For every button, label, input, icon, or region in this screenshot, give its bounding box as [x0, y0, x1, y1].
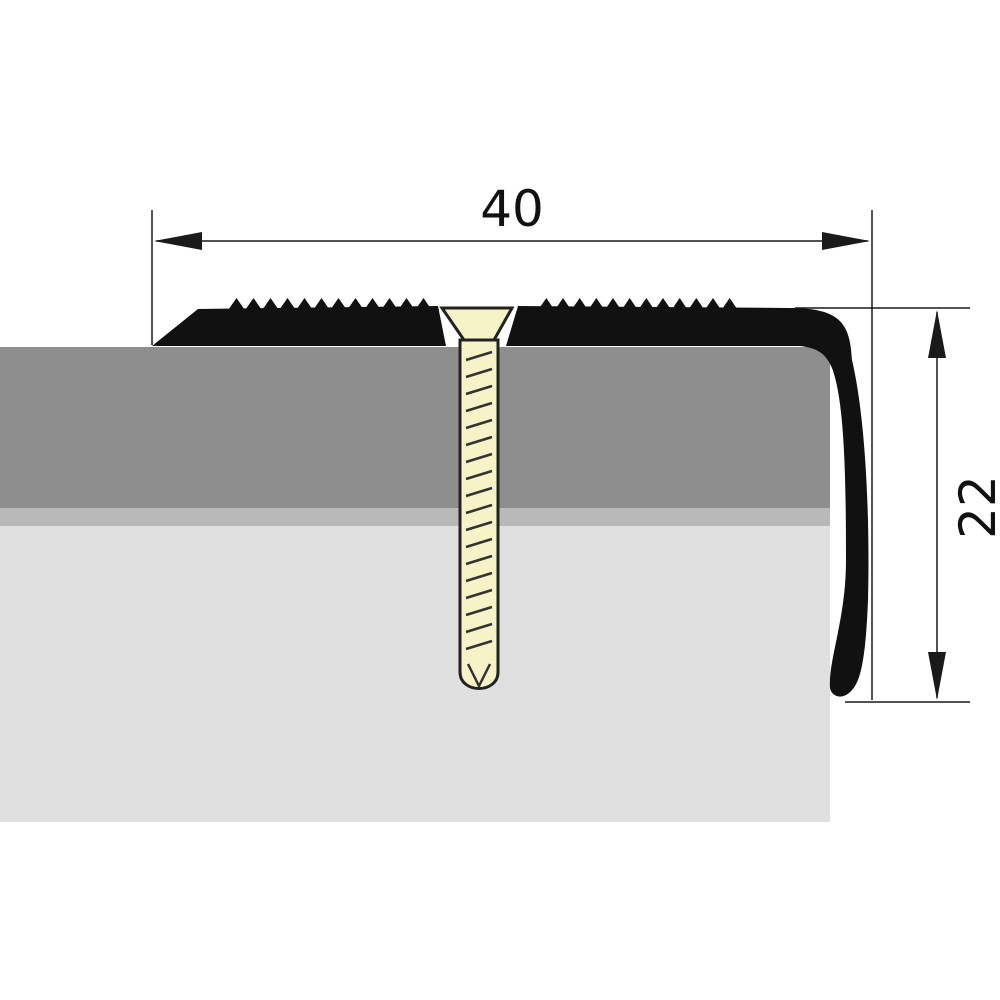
grip-ridge [538, 298, 554, 309]
grip-ridge [605, 298, 621, 309]
width-arrow-left [154, 232, 202, 250]
grip-ridge [415, 298, 432, 309]
screw-thread-line [465, 384, 493, 396]
screw-thread-line [465, 418, 493, 430]
screw-thread-line [465, 435, 493, 447]
nosing-profile [152, 298, 869, 697]
width-arrow-right [822, 232, 870, 250]
grip-ridge [228, 298, 245, 309]
height-arrow-top [928, 310, 946, 358]
grip-ridge [555, 298, 571, 309]
height-dimension-label: 22 [949, 475, 1000, 539]
step-riser-face [0, 526, 830, 822]
screw-thread-line [465, 503, 493, 515]
grip-ridge [622, 298, 638, 309]
grip-ridge [330, 298, 347, 309]
width-dimension-label: 40 [480, 180, 544, 238]
screw-thread-line [465, 588, 493, 600]
screw-thread-line [465, 622, 493, 634]
grip-ridge [245, 298, 262, 309]
grip-ridges-right [538, 298, 738, 309]
height-dimension [795, 307, 970, 703]
height-arrow-bottom [928, 652, 946, 700]
grip-ridge [296, 298, 313, 309]
grip-ridge [313, 298, 330, 309]
screw-head [439, 306, 515, 342]
grip-ridge [381, 298, 398, 309]
screw-thread-line [465, 554, 493, 566]
screw-tip [466, 663, 492, 689]
step-edge-band [0, 508, 830, 528]
grip-ridge [364, 298, 381, 309]
screw-thread-line [465, 537, 493, 549]
grip-ridge [672, 298, 688, 309]
grip-ridge [279, 298, 296, 309]
grip-ridge [705, 298, 721, 309]
screw-thread-line [465, 571, 493, 583]
grip-ridge [722, 298, 738, 309]
screw-shank [458, 338, 500, 690]
screw-thread-line [465, 639, 493, 651]
grip-ridge [572, 298, 588, 309]
grip-ridge [398, 298, 415, 309]
screw-thread-line [465, 350, 493, 362]
grip-ridge [638, 298, 654, 309]
profile-left-plate [152, 306, 446, 346]
width-dimension [151, 210, 873, 700]
screw-thread-line [465, 486, 493, 498]
grip-ridge [262, 298, 279, 309]
screw-thread-line [465, 401, 493, 413]
screw-thread-line [465, 367, 493, 379]
screw-thread-line [465, 520, 493, 532]
grip-ridge [655, 298, 671, 309]
screw-thread-line [465, 469, 493, 481]
profile-right-plate [506, 306, 869, 697]
grip-ridge [588, 298, 604, 309]
step [0, 347, 830, 822]
grip-ridge [347, 298, 364, 309]
screw-thread-line [465, 605, 493, 617]
grip-ridges-left [228, 298, 432, 309]
step-tread-surface [0, 347, 830, 510]
screw [439, 306, 515, 690]
grip-ridge [688, 298, 704, 309]
screw-thread [465, 350, 493, 651]
screw-thread-line [465, 452, 493, 464]
